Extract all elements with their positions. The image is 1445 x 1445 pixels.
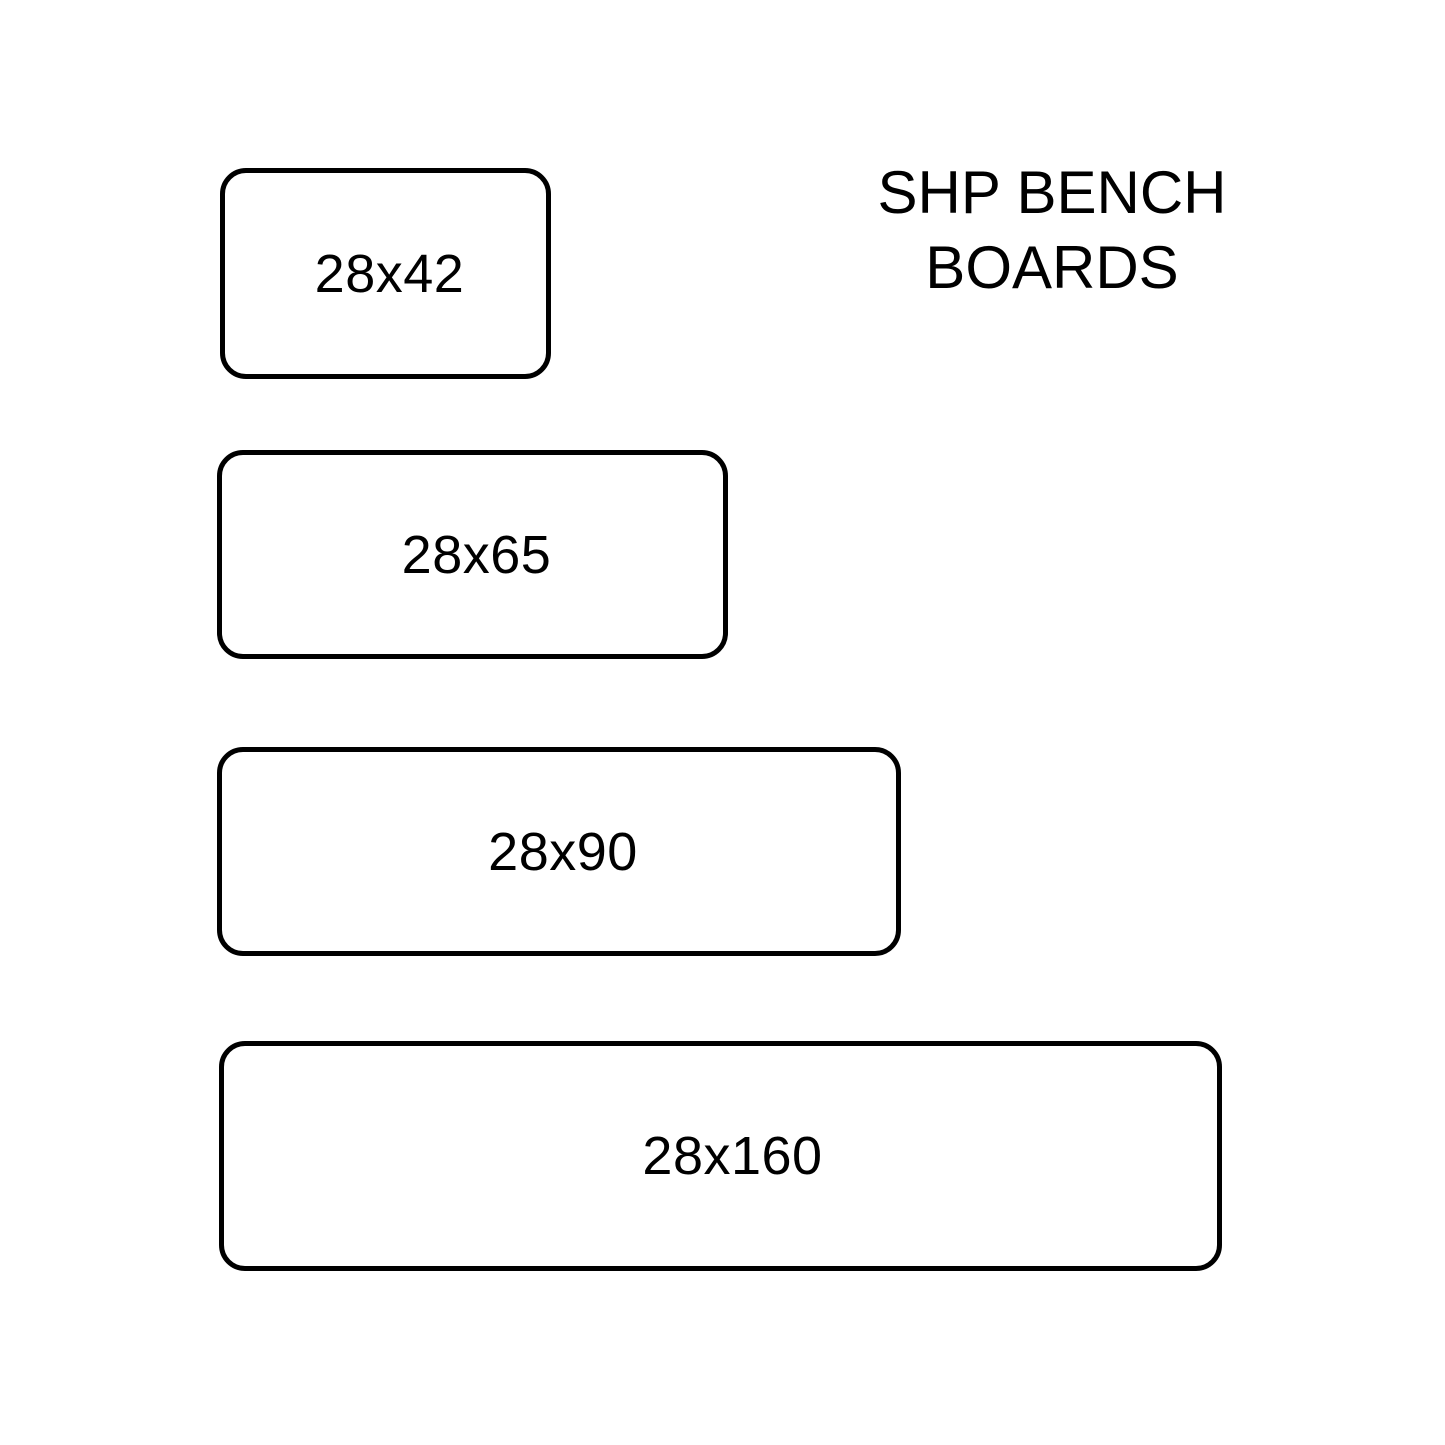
board-shape-28x90: 28x90 xyxy=(217,747,901,956)
board-shape-28x65: 28x65 xyxy=(217,450,728,659)
board-label-28x65: 28x65 xyxy=(401,524,552,585)
title-line-2: BOARDS xyxy=(925,234,1179,301)
title-line-1: SHP BENCH xyxy=(877,159,1227,226)
board-shape-28x42: 28x42 xyxy=(220,168,551,379)
board-label-28x42: 28x42 xyxy=(314,243,465,304)
diagram-title: SHP BENCH BOARDS xyxy=(822,155,1282,305)
board-shape-28x160: 28x160 xyxy=(219,1041,1222,1271)
board-label-28x160: 28x160 xyxy=(642,1126,823,1186)
board-label-28x90: 28x90 xyxy=(488,821,638,882)
